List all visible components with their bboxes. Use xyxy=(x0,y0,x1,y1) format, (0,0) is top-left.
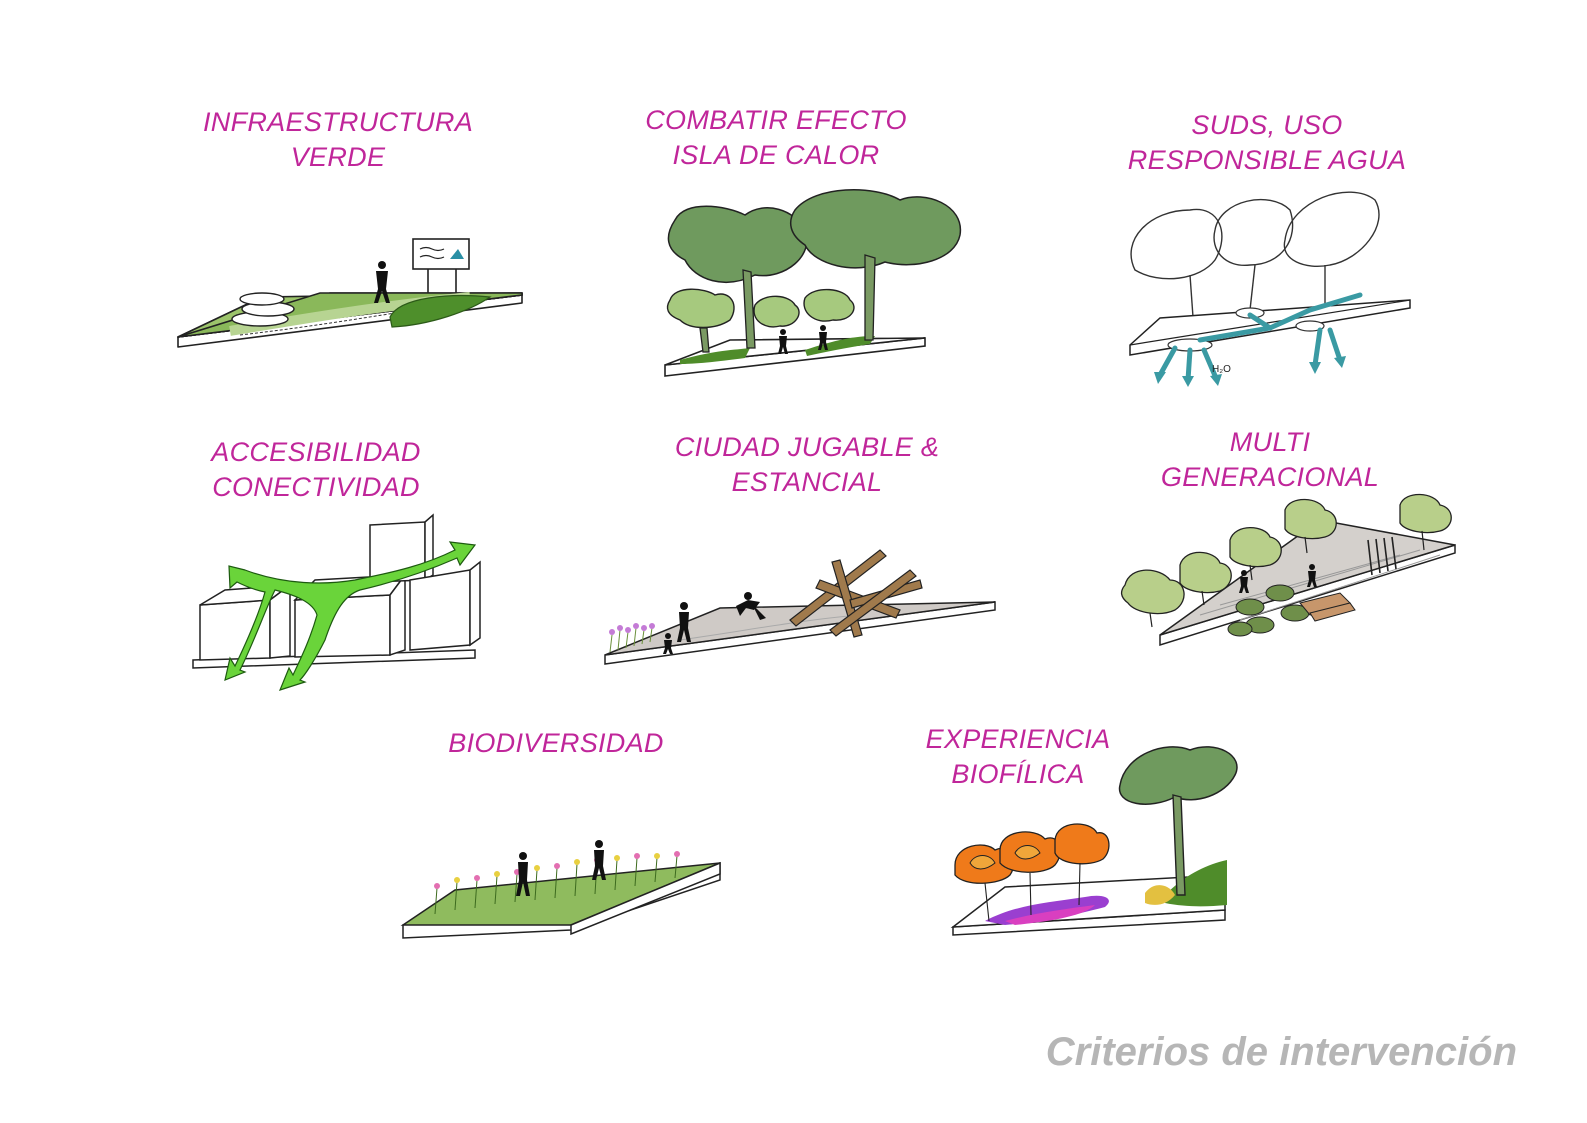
label-suds-agua: SUDS, USO RESPONSIBLE AGUA xyxy=(1127,110,1407,175)
label-infraestructura-verde: INFRAESTRUCTURA VERDE xyxy=(202,107,474,172)
label-isla-de-calor: COMBATIR EFECTO ISLA DE CALOR xyxy=(645,105,907,170)
sketch-accesibilidad xyxy=(192,513,481,691)
label-multigeneracional: MULTI GENERACIONAL xyxy=(1160,427,1380,492)
sketch-suds-agua: H₂O xyxy=(1129,191,1411,387)
label-accesibilidad: ACCESIBILIDAD CONECTIVIDAD xyxy=(211,437,421,502)
sketch-experiencia-biofilica xyxy=(950,746,1238,936)
sketch-isla-de-calor xyxy=(664,189,962,377)
label-biodiversidad: BIODIVERSIDAD xyxy=(448,728,664,758)
label-ciudad-jugable: CIUDAD JUGABLE & ESTANCIAL xyxy=(674,432,940,497)
label-experiencia-biofilica: EXPERIENCIA BIOFÍLICA xyxy=(925,724,1111,789)
suds-h2o-text: H₂O xyxy=(1212,364,1231,375)
sketch-biodiversidad xyxy=(400,840,721,939)
sketch-ciudad-jugable xyxy=(604,549,996,665)
page-footer-title: Criterios de intervención xyxy=(1045,1030,1517,1074)
sketch-infraestructura-verde xyxy=(177,238,523,348)
sketch-multigeneracional xyxy=(1120,493,1456,647)
